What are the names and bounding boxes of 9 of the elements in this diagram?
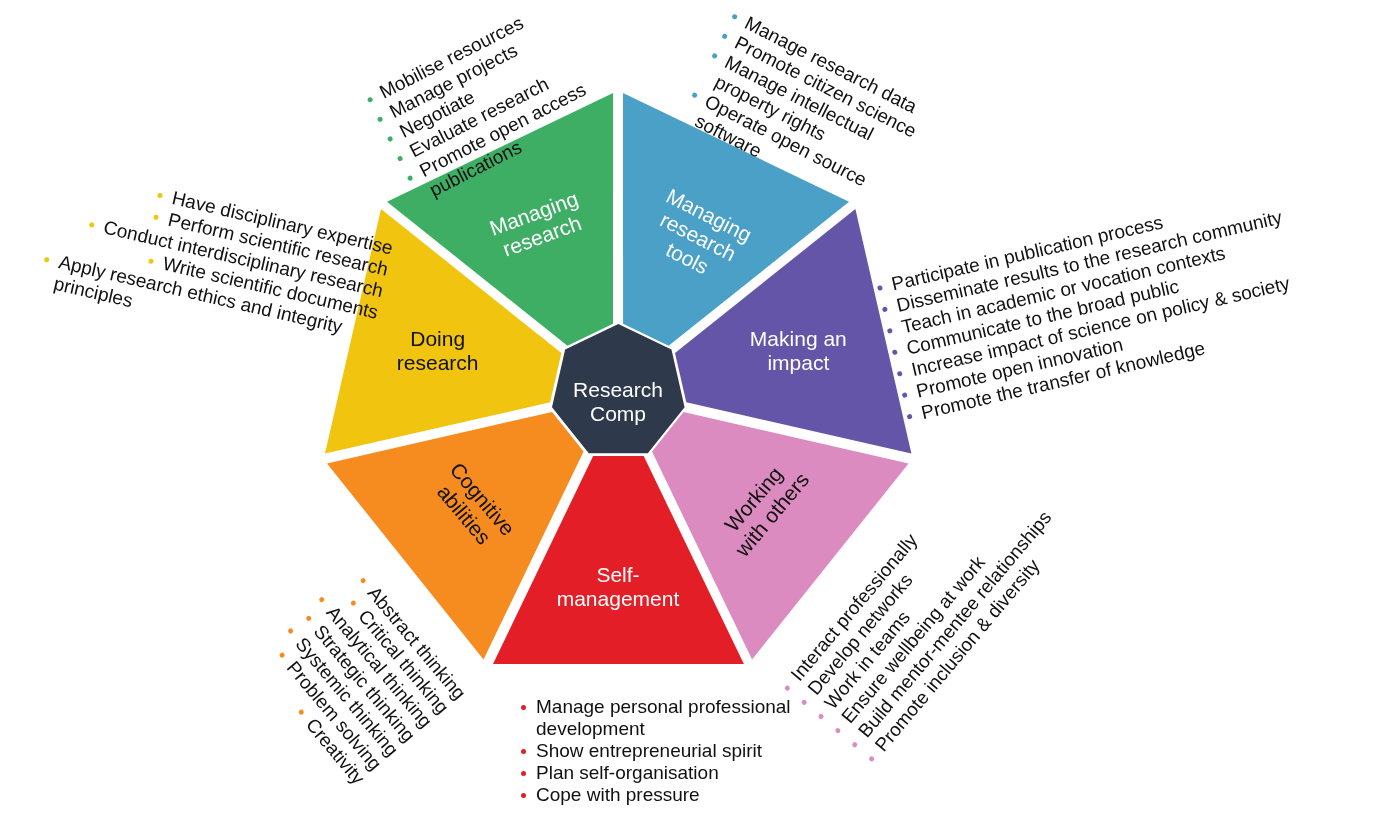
list-item: Plan self-organisation: [518, 762, 719, 784]
list-item: Show entrepreneurial spirit: [518, 740, 762, 762]
segment-title: Doing research: [395, 326, 480, 375]
center-heptagon: [551, 324, 685, 454]
list-item: Cope with pressure: [518, 784, 700, 806]
segment-title: Self-management: [555, 563, 681, 611]
center-label: Research Comp: [572, 378, 664, 426]
segment-title: Making an impact: [748, 326, 848, 375]
list-item: Manage personal professional development: [518, 696, 808, 740]
